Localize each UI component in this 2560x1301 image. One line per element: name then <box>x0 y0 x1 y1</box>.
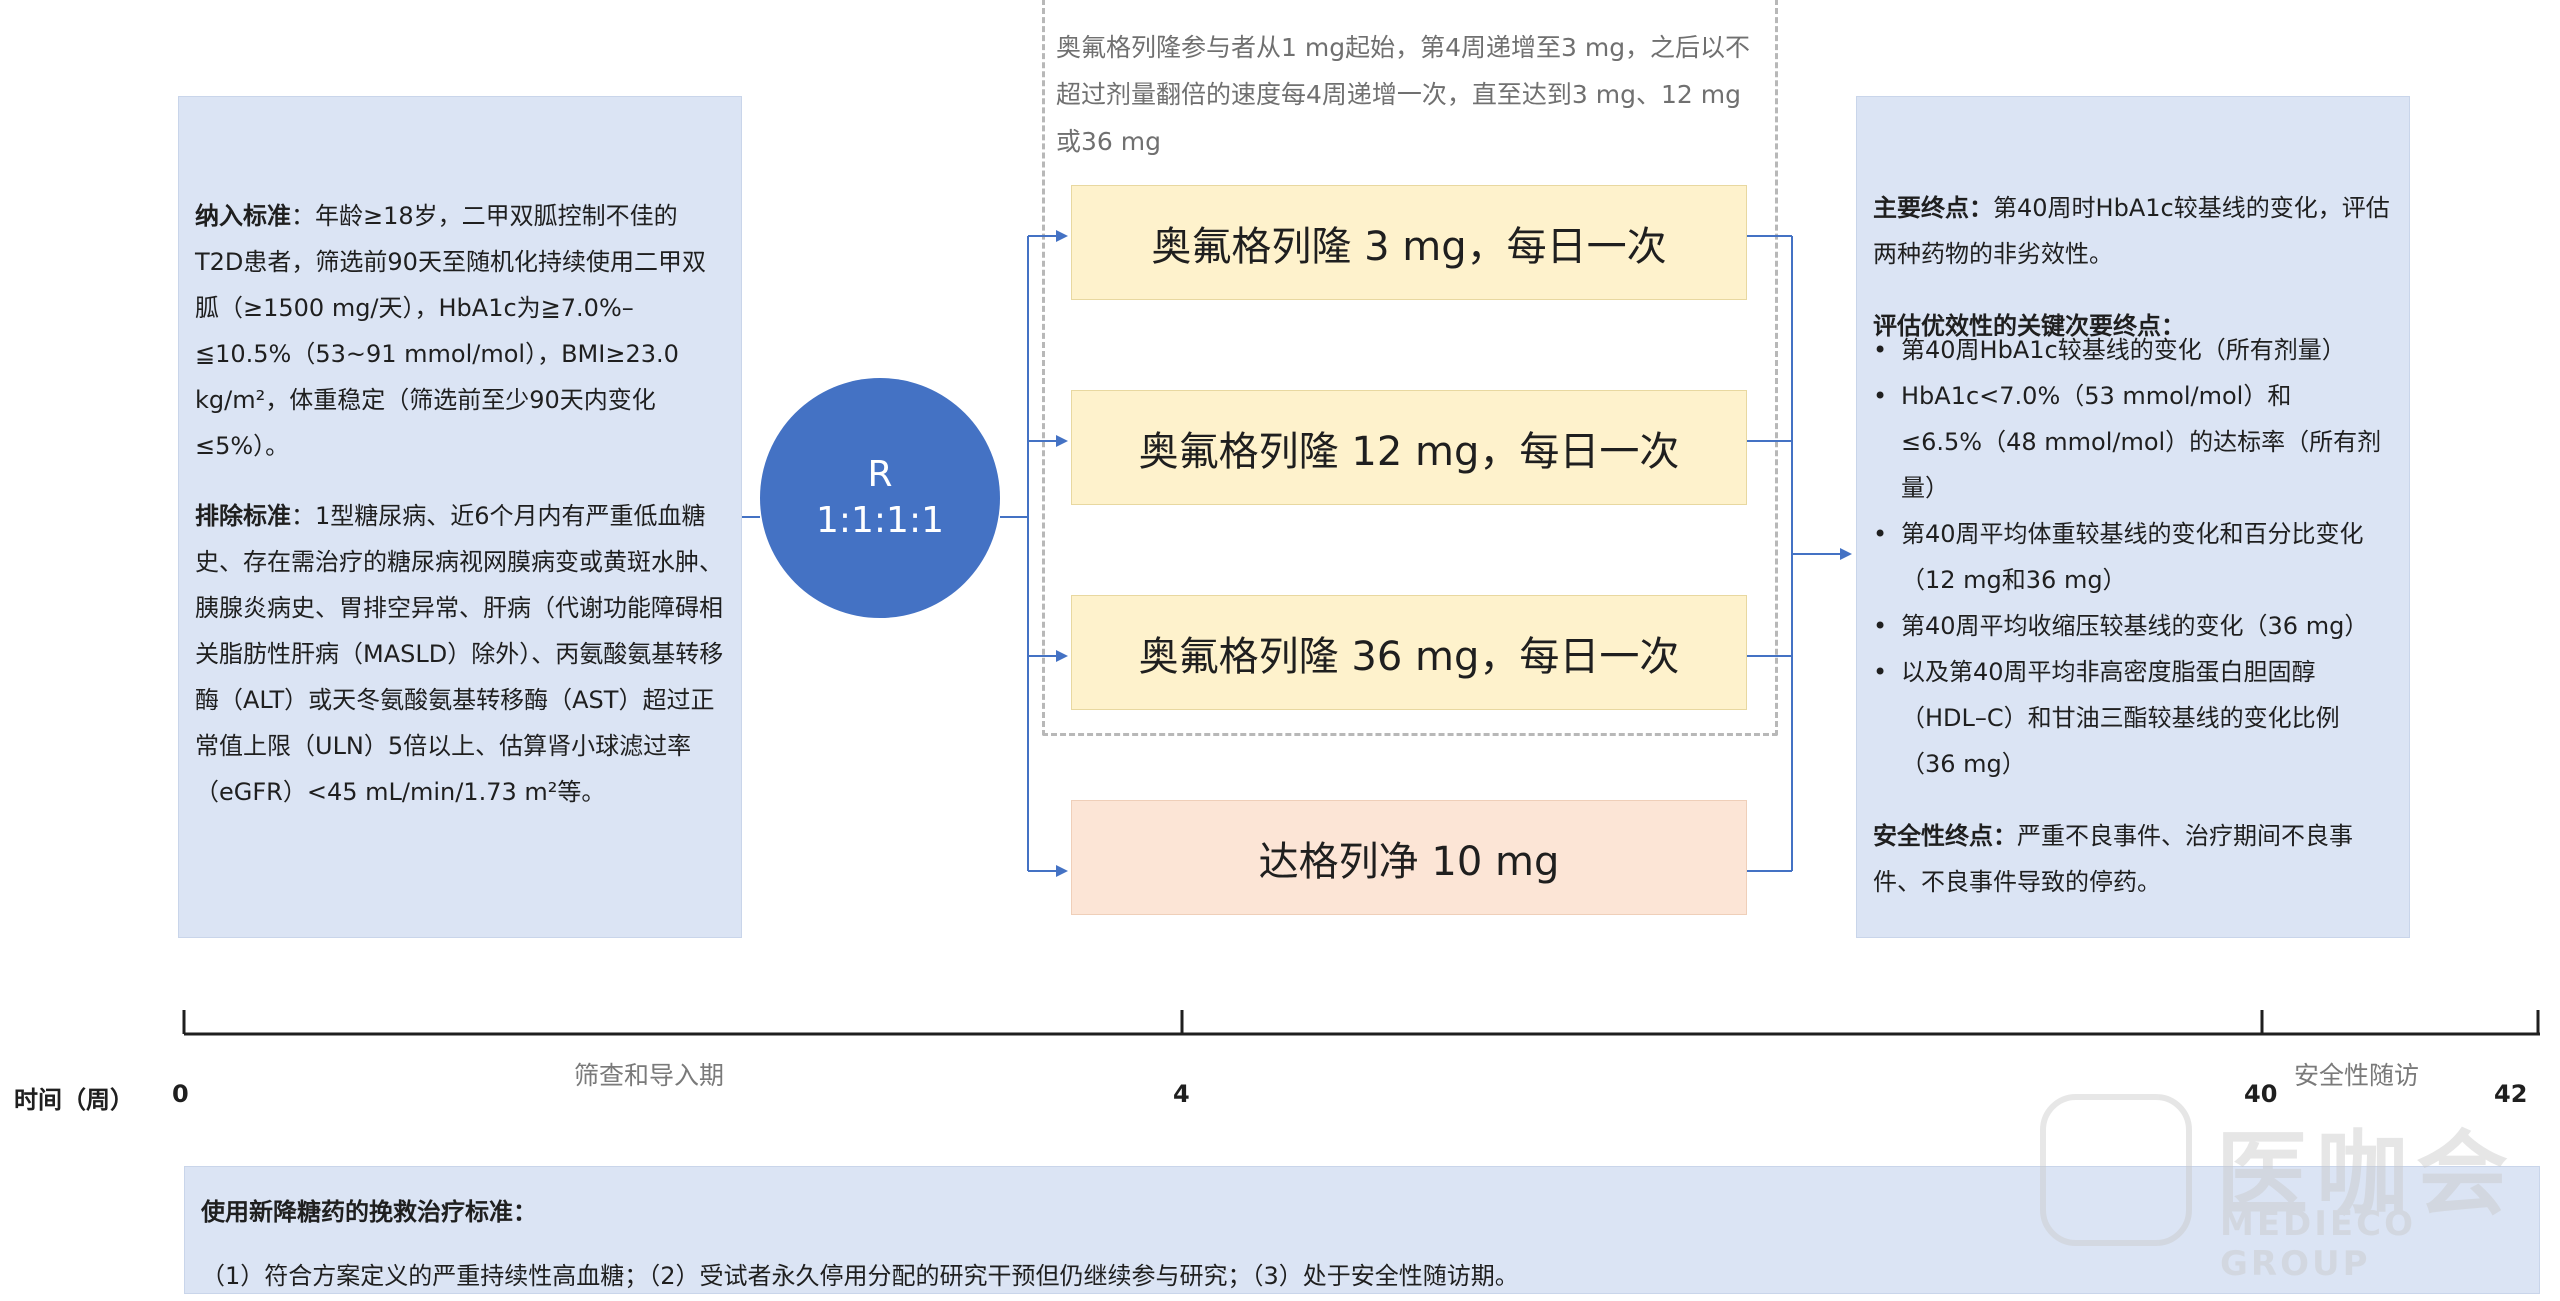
rescue-criteria-panel: 使用新降糖药的挽救治疗标准： （1）符合方案定义的严重持续性高血糖；（2）受试者… <box>184 1166 2540 1294</box>
randomization-ratio: 1:1:1:1 <box>815 500 944 541</box>
tick-label-42: 42 <box>2494 1080 2528 1108</box>
primary-endpoint-text: 第40周时HbA1c较基线的变化，评估两种药物的非劣效性。 <box>1873 194 2390 268</box>
exclusion-text: ：1型糖尿病、近6个月内有严重低血糖史、存在需治疗的糖尿病视网膜病变或黄斑水肿、… <box>195 502 724 806</box>
titration-note: 奥氟格列隆参与者从1 mg起始，第4周递增至3 mg，之后以不超过剂量翻倍的速度… <box>1056 33 1751 156</box>
rescue-text: （1）符合方案定义的严重持续性高血糖；（2）受试者永久停用分配的研究干预但仍继续… <box>201 1262 1519 1290</box>
arm-orforglipron-12mg: 奥氟格列隆 12 mg，每日一次 <box>1071 390 1747 505</box>
arm-orforglipron-36mg: 奥氟格列隆 36 mg，每日一次 <box>1071 595 1747 710</box>
phase-safety-label: 安全性随访 <box>2294 1061 2420 1090</box>
list-item: 第40周平均体重较基线的变化和百分比变化（12 mg和36 mg） <box>1873 511 2393 603</box>
primary-endpoint: 主要终点：第40周时HbA1c较基线的变化，评估两种药物的非劣效性。 <box>1873 185 2393 277</box>
secondary-endpoint-list: 第40周HbA1c较基线的变化（所有剂量） HbA1c<7.0%（53 mmol… <box>1873 327 2393 787</box>
titration-group-box <box>1042 0 1778 736</box>
inclusion-text: ：年龄≥18岁，二甲双胍控制不佳的T2D患者，筛选前90天至随机化持续使用二甲双… <box>195 202 706 460</box>
safety-endpoint-text: 严重不良事件、治疗期间不良事件、不良事件导致的停药。 <box>1873 822 2353 896</box>
tick-label-0: 0 <box>172 1080 189 1108</box>
watermark: 医咖会 MEDIECO GROUP <box>2040 1094 2560 1284</box>
inclusion-criteria: 纳入标准：年龄≥18岁，二甲双胍控制不佳的T2D患者，筛选前90天至随机化持续使… <box>195 193 725 469</box>
phase-screening-label: 筛查和导入期 <box>574 1061 725 1090</box>
endpoints-panel: 主要终点：第40周时HbA1c较基线的变化，评估两种药物的非劣效性。 评估优效性… <box>1856 96 2410 938</box>
exclusion-criteria: 排除标准：1型糖尿病、近6个月内有严重低血糖史、存在需治疗的糖尿病视网膜病变或黄… <box>195 493 725 815</box>
brand-logo-icon <box>2040 1094 2192 1246</box>
timeline-axis-label: 时间（周） <box>14 1086 134 1114</box>
inclusion-label: 纳入标准 <box>195 202 291 230</box>
tick-label-40: 40 <box>2244 1080 2278 1108</box>
rescue-title: 使用新降糖药的挽救治疗标准： <box>201 1198 537 1226</box>
tick-label-4: 4 <box>1173 1080 1190 1108</box>
eligibility-panel: 纳入标准：年龄≥18岁，二甲双胍控制不佳的T2D患者，筛选前90天至随机化持续使… <box>178 96 742 938</box>
timeline-axis <box>182 1010 2540 1036</box>
watermark-brand: 医咖会 <box>2216 1121 2517 1228</box>
secondary-endpoints: 评估优效性的关键次要终点： 第40周HbA1c较基线的变化（所有剂量） HbA1… <box>1873 303 2393 787</box>
safety-endpoint-label: 安全性终点： <box>1873 822 2017 850</box>
arm-orforglipron-3mg: 奥氟格列隆 3 mg，每日一次 <box>1071 185 1747 300</box>
list-item: 第40周平均收缩压较基线的变化（36 mg） <box>1873 603 2393 649</box>
arm-dapagliflozin-10mg: 达格列净 10 mg <box>1071 800 1747 915</box>
list-item: 第40周HbA1c较基线的变化（所有剂量） <box>1873 327 2393 373</box>
list-item: 以及第40周平均非高密度脂蛋白胆固醇（HDL–C）和甘油三酯较基线的变化比例（3… <box>1873 649 2393 787</box>
randomization-circle: R 1:1:1:1 <box>760 378 1000 618</box>
watermark-subtitle: MEDIECO GROUP <box>2220 1204 2417 1284</box>
primary-endpoint-label: 主要终点： <box>1873 194 1993 222</box>
exclusion-label: 排除标准 <box>195 502 291 530</box>
list-item: HbA1c<7.0%（53 mmol/mol）和≤6.5%（48 mmol/mo… <box>1873 373 2393 511</box>
safety-endpoint: 安全性终点：严重不良事件、治疗期间不良事件、不良事件导致的停药。 <box>1873 813 2393 905</box>
randomization-letter: R <box>867 454 893 495</box>
